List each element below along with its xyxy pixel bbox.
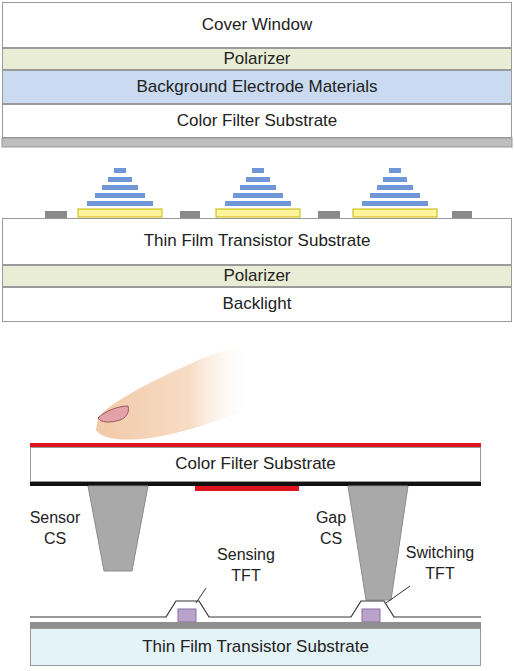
part-label: Switching TFT — [392, 543, 488, 585]
layer-label: Thin Film Transistor Substrate — [142, 638, 369, 657]
color-filter-pad — [216, 209, 300, 217]
lens-layer — [383, 177, 407, 182]
color-filter-pad — [353, 209, 437, 217]
sensing-tft-gate — [178, 609, 196, 622]
lens-layer — [87, 201, 153, 206]
fingernail — [98, 406, 129, 422]
lens-layer — [233, 193, 283, 198]
black-matrix — [45, 211, 67, 218]
microlens-stacks — [45, 168, 472, 218]
substrate-band: Color Filter Substrate — [2, 104, 512, 138]
tft-layer-line — [30, 601, 481, 617]
lens-layer — [252, 168, 264, 173]
common-electrode — [30, 482, 481, 486]
electrode-band: Background Electrode Materials — [2, 70, 512, 104]
layer-label: Thin Film Transistor Substrate — [144, 232, 371, 251]
lens-layer — [246, 177, 270, 182]
lens-layer — [114, 168, 126, 173]
color-filter-pad — [78, 209, 162, 217]
polarizer-band: Polarizer — [2, 265, 512, 287]
black-matrix — [452, 211, 472, 218]
layer-label: Background Electrode Materials — [137, 78, 378, 97]
layer-label: Polarizer — [223, 50, 290, 69]
lens-layer — [362, 201, 428, 206]
sensor-electrode — [195, 486, 299, 491]
lens-layer — [95, 193, 145, 198]
part-label: Sensing TFT — [206, 545, 286, 587]
layer-label: Color Filter Substrate — [175, 455, 336, 474]
finger — [96, 348, 252, 439]
sensor-column-spacer — [88, 486, 148, 571]
lens-layer — [225, 201, 291, 206]
lens-layer — [370, 193, 420, 198]
backlight-band: Backlight — [2, 287, 512, 322]
leader-line — [386, 586, 410, 603]
gap-column-spacer — [348, 486, 408, 600]
black-matrix-strip — [2, 138, 512, 147]
substrate-box: Thin Film Transistor Substrate — [30, 628, 481, 666]
leader-line — [196, 588, 206, 603]
lens-layer — [108, 177, 132, 182]
substrate-band: Thin Film Transistor Substrate — [2, 218, 512, 265]
switching-tft-gate — [362, 609, 380, 622]
lens-layer — [377, 185, 413, 190]
cover-window-band: Cover Window — [2, 2, 512, 48]
substrate-box: Color Filter Substrate — [30, 447, 481, 482]
layer-label: Backlight — [223, 295, 292, 314]
black-matrix — [180, 211, 200, 218]
lens-layer — [240, 185, 276, 190]
lens-layer — [102, 185, 138, 190]
black-matrix — [318, 211, 340, 218]
polarizer-band: Polarizer — [2, 48, 512, 70]
lens-layer — [389, 168, 401, 173]
part-label: Gap CS — [308, 508, 354, 550]
layer-label: Polarizer — [223, 267, 290, 286]
layer-label: Cover Window — [202, 16, 313, 35]
part-label: Sensor CS — [22, 508, 88, 550]
layer-label: Color Filter Substrate — [177, 112, 338, 131]
